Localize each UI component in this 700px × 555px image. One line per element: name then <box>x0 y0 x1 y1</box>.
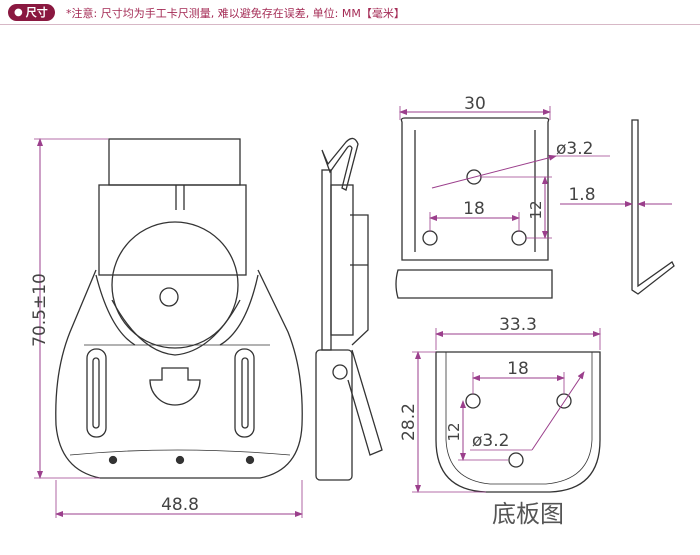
base-hole-diameter-label: ø3.2 <box>472 431 509 451</box>
base-plate <box>435 351 601 493</box>
header: ● 尺寸 *注意: 尺寸均为手工卡尺测量, 难以避免存在误差, 单位: MM【毫… <box>0 0 700 24</box>
side-lever <box>315 349 353 481</box>
dim-overall-height: 70.5±10 <box>30 138 108 479</box>
center-lock <box>149 367 201 406</box>
size-badge: ● 尺寸 <box>8 4 55 21</box>
right-slot <box>234 348 255 438</box>
badge-label: 尺寸 <box>25 6 48 19</box>
top-hole-spacing-label: 18 <box>463 199 485 219</box>
side-view <box>315 137 383 481</box>
base-plate-caption: 底板图 <box>492 500 564 528</box>
base-height-label: 28.2 <box>399 403 419 441</box>
top-hole-right <box>511 230 527 246</box>
base-width-label: 33.3 <box>499 315 537 335</box>
latch-body <box>98 184 247 276</box>
bullet-icon: ● <box>14 7 23 18</box>
thickness-view <box>631 119 675 295</box>
header-divider <box>0 24 700 25</box>
base-hole-bottom <box>508 452 524 468</box>
top-plate-dims <box>399 106 610 239</box>
thickness-profile <box>631 119 675 295</box>
base-hole-left <box>465 393 481 409</box>
base-hole-right <box>556 393 572 409</box>
dim-overall-width: 48.8 <box>55 480 303 518</box>
top-hole-left <box>422 230 438 246</box>
base-plate-view <box>435 351 601 493</box>
latch-plate <box>55 269 303 479</box>
top-width-label: 30 <box>464 94 486 114</box>
latch-cap <box>108 138 241 186</box>
measurement-note: *注意: 尺寸均为手工卡尺测量, 难以避免存在误差, 单位: MM【毫米】 <box>66 7 405 20</box>
latch-knob <box>111 221 239 349</box>
top-hole-diameter-label: ø3.2 <box>556 139 593 159</box>
base-plate-dims <box>412 328 601 493</box>
front-view <box>55 138 303 479</box>
knob-pivot <box>159 287 179 307</box>
left-slot <box>86 348 107 438</box>
base-hole-spacing-label: 18 <box>507 359 529 379</box>
thickness-label: 1.8 <box>568 185 595 205</box>
side-hook <box>321 137 359 191</box>
overall-height-label: 70.5±10 <box>30 273 50 347</box>
base-hole-offset-label: 12 <box>445 422 463 441</box>
top-plate <box>400 117 550 261</box>
top-hole-offset-label: 12 <box>527 200 545 219</box>
overall-width-label: 48.8 <box>161 495 199 515</box>
